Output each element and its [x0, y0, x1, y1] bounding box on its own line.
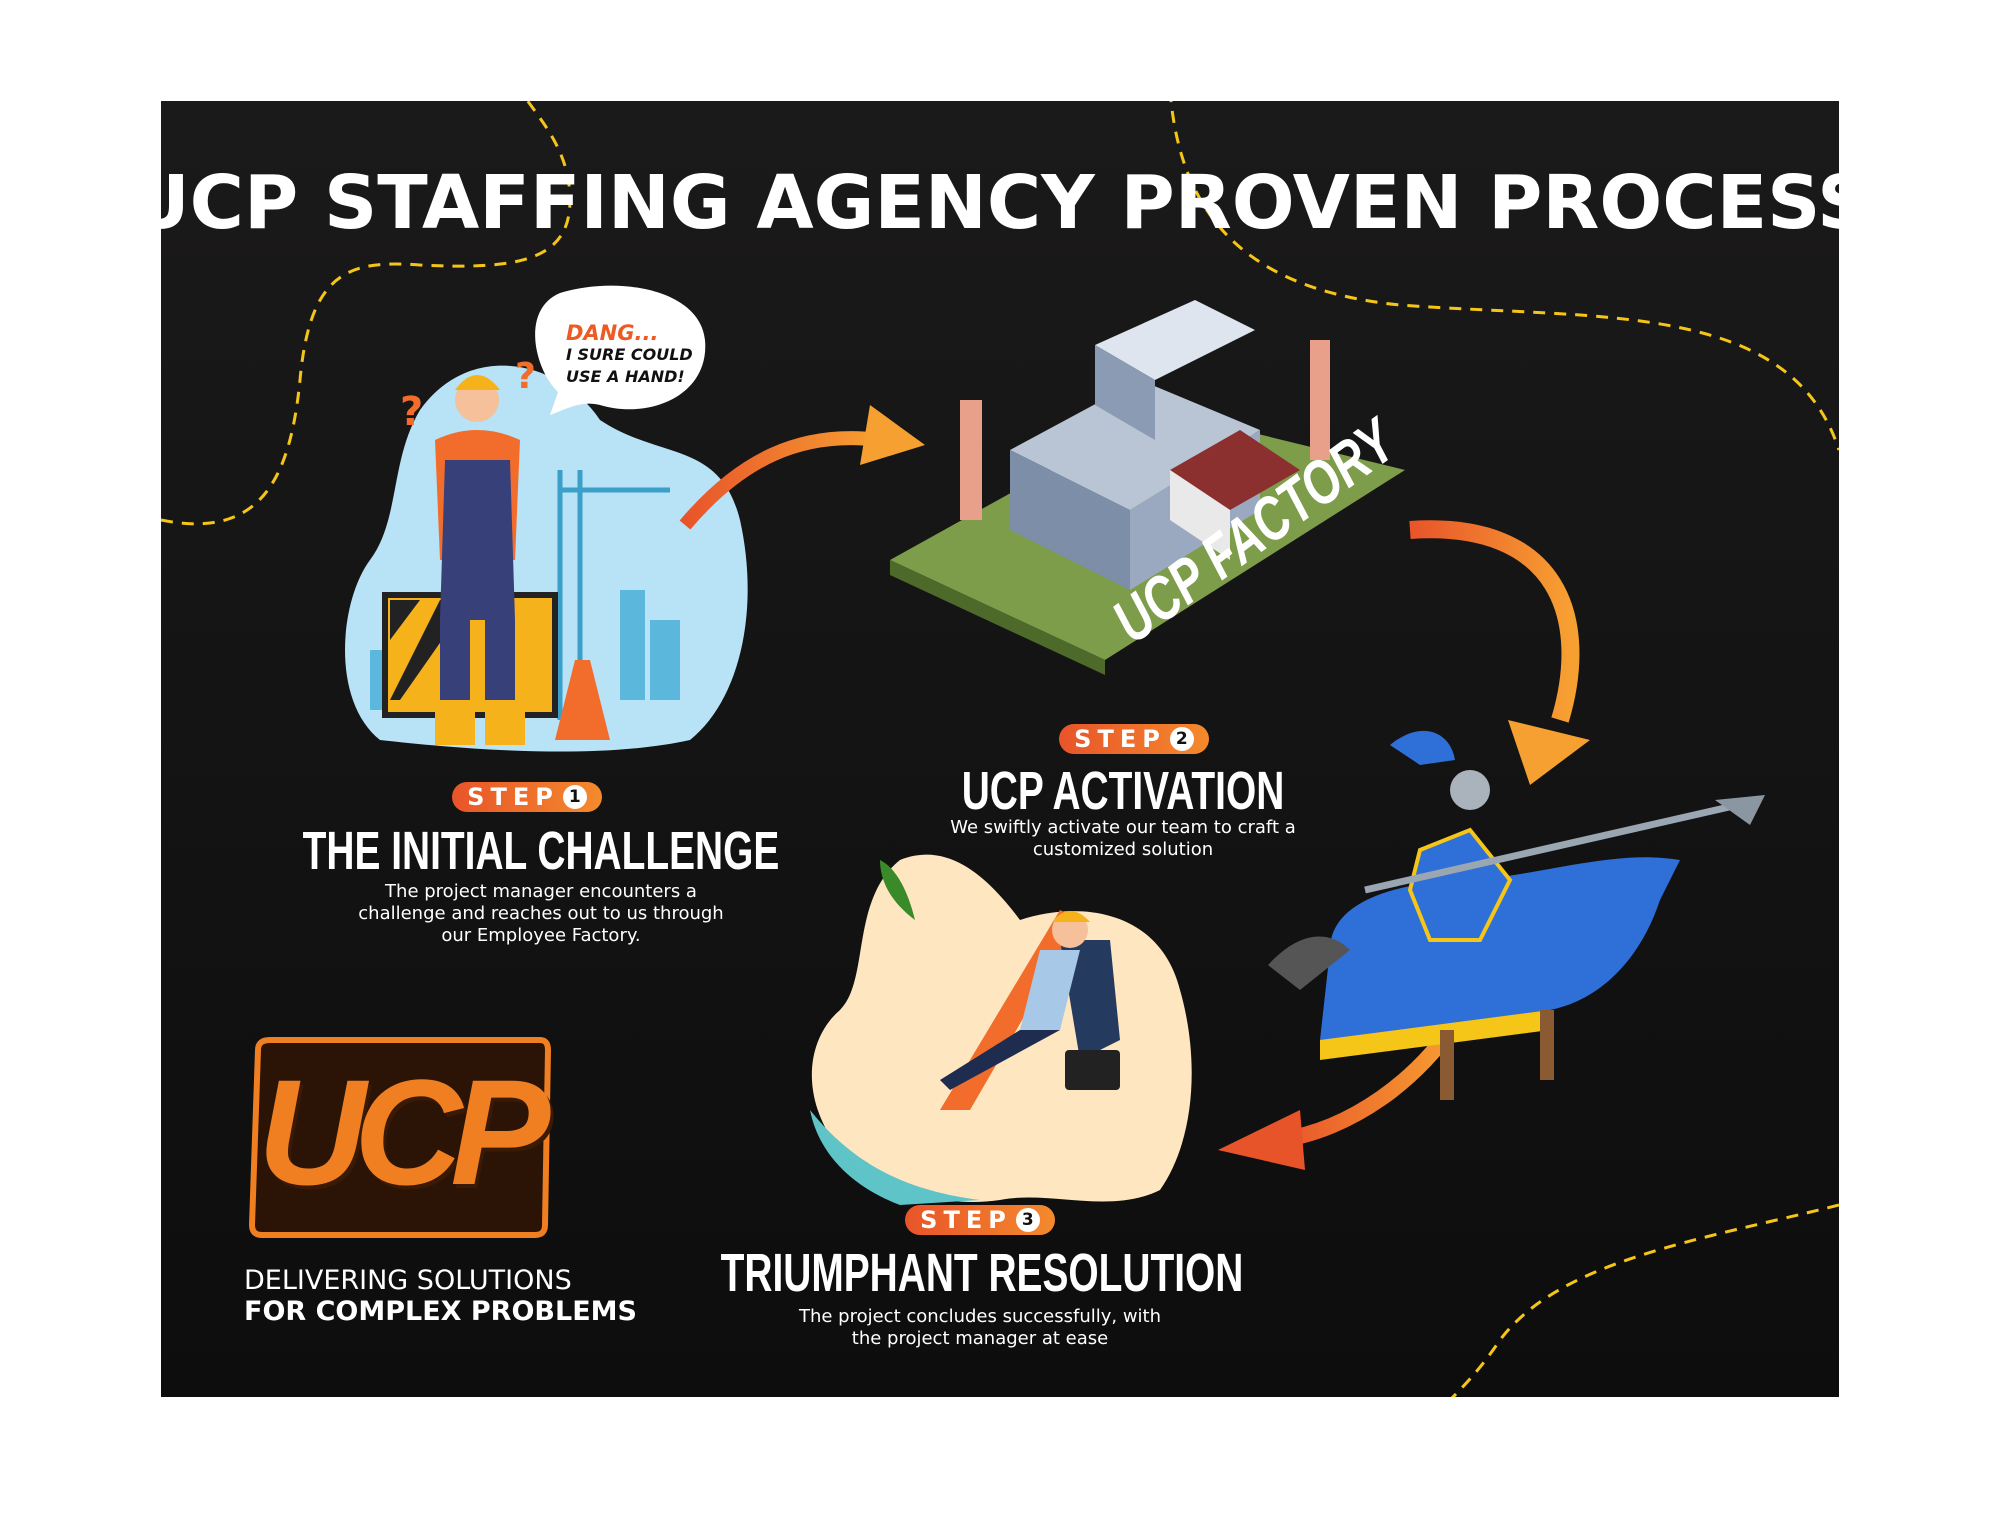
step-3-desc-line: The project concludes successfully, with	[798, 1306, 1162, 1327]
step-3-desc-line: the project manager at ease	[851, 1328, 1109, 1349]
step-2-heading: UCP ACTIVATION	[899, 760, 1347, 822]
tagline-line-2: FOR COMPLEX PROBLEMS	[244, 1296, 637, 1327]
step-1-heading: THE INITIAL CHALLENGE	[210, 820, 872, 882]
dashed-path-lines	[161, 101, 1839, 1397]
step-1-desc-line: The project manager encounters a	[385, 881, 697, 902]
flow-arrows	[679, 405, 1590, 1170]
beach-relaxation-illustration	[810, 854, 1192, 1205]
step-3-heading: TRIUMPHANT RESOLUTION	[619, 1242, 1345, 1304]
step-1-badge-label: STEP	[467, 783, 559, 811]
speech-exclaim: DANG...	[566, 321, 659, 345]
tagline-line-1: DELIVERING SOLUTIONS	[244, 1265, 572, 1296]
speech-bubble-text: DANG... I SURE COULD USE A HAND!	[566, 322, 693, 388]
svg-text:?: ?	[400, 389, 423, 435]
step-3-badge-label: STEP	[920, 1206, 1012, 1234]
tagline: DELIVERING SOLUTIONS FOR COMPLEX PROBLEM…	[244, 1265, 637, 1327]
speech-line-2: USE A HAND!	[566, 367, 685, 386]
step-3-heading-text: TRIUMPHANT RESOLUTION	[720, 1243, 1244, 1303]
factory-illustration	[890, 300, 1405, 675]
speech-bubble	[535, 285, 706, 415]
ucp-logo: UCP	[251, 1040, 551, 1235]
speech-line-1: I SURE COULD	[566, 345, 693, 364]
step-2-badge-label: STEP	[1074, 725, 1166, 753]
step-1-description: The project manager encounters a challen…	[358, 881, 723, 947]
step-2-description: We swiftly activate our team to craft a …	[950, 817, 1296, 861]
step-3-description: The project concludes successfully, with…	[799, 1306, 1161, 1350]
step-2-number: 2	[1169, 727, 1194, 751]
step-1-desc-line: challenge and reaches out to us through	[358, 903, 724, 924]
step-1-number: 1	[562, 785, 587, 809]
step-2-desc-line: We swiftly activate our team to craft a	[950, 817, 1296, 838]
step-3-number: 3	[1015, 1208, 1040, 1232]
svg-text:?: ?	[515, 356, 536, 397]
page-title: UCP STAFFING AGENCY PROVEN PROCESS	[129, 160, 1871, 246]
worker-scene-illustration: ??	[345, 356, 748, 752]
step-1-desc-line: our Employee Factory.	[441, 925, 641, 946]
ucp-logo-frame	[248, 1037, 552, 1238]
step-1-heading-text: THE INITIAL CHALLENGE	[302, 821, 780, 881]
step-2-desc-line: customized solution	[1032, 839, 1214, 860]
ucp-logo-text: UCP	[257, 1048, 551, 1216]
knight-on-horse-illustration	[1268, 730, 1765, 1100]
step-2-heading-text: UCP ACTIVATION	[961, 761, 1285, 821]
